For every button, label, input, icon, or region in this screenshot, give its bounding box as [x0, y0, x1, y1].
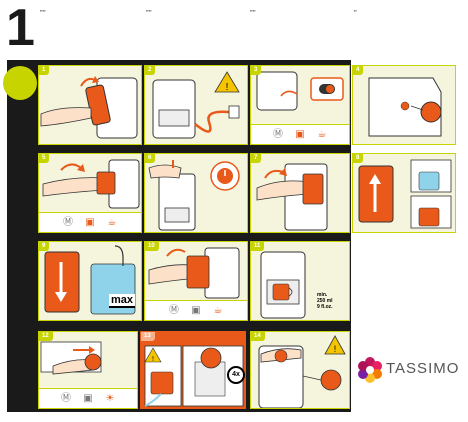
min-label-line: 250 ml [317, 298, 333, 304]
finish-illustration: ! [258, 335, 346, 408]
step-panel-9: 9 max [38, 241, 142, 321]
light-indicator-icon: ☀ [105, 392, 115, 404]
step-badge: 5 [39, 154, 50, 163]
water-indicator-icon: Ⓜ [273, 128, 283, 140]
indicator-row: Ⓜ ▣ ☕ [39, 212, 141, 232]
reinsert-tank-illustration [148, 247, 240, 299]
brand-logo: TASSIMO [356, 353, 466, 387]
step-badge: 1 [39, 66, 50, 75]
press-button-illustration [148, 160, 240, 231]
indicator-row: Ⓜ ▣ ☀ [39, 388, 137, 408]
language-mark: ▪▪▪▪ [146, 8, 152, 13]
disc-indicator-icon: ▣ [191, 304, 201, 316]
cup-indicator-icon: ☕ [317, 128, 327, 140]
water-indicator-icon: Ⓜ [63, 216, 73, 228]
step-badge: 3 [251, 66, 262, 75]
max-fill-label: max [109, 294, 136, 308]
step-badge: 8 [353, 154, 364, 163]
power-button-illustration [368, 77, 442, 137]
place-cup-illustration [260, 251, 306, 319]
step-badge: 11 [251, 242, 265, 251]
disc-indicator-icon: ▣ [83, 392, 93, 404]
disc-indicator-icon: ▣ [85, 216, 95, 228]
step-panel-3: 3 Ⓜ ▣ ☕ [250, 65, 350, 145]
disc-indicator-icon: ▣ [295, 128, 305, 140]
step-panel-14: ! 14 [250, 331, 350, 409]
cup-indicator-icon: ☕ [107, 216, 117, 228]
step-panel-8: 8 [352, 153, 456, 233]
repeat-counter: 4x [227, 366, 245, 384]
water-indicator-icon: Ⓜ [169, 304, 179, 316]
min-volume-label: min. 250 ml 9 fl.oz. [317, 292, 333, 310]
section-marker [3, 66, 37, 100]
svg-text:!: ! [152, 356, 154, 363]
step-badge: 9 [39, 242, 50, 251]
indicator-row: Ⓜ ▣ ☕ [251, 124, 349, 144]
step-badge: 4 [353, 66, 364, 75]
step-panel-10: 10 Ⓜ ▣ ☕ [144, 241, 248, 321]
step-panel-11: 11 min. 250 ml 9 fl.oz. [250, 241, 350, 321]
svg-text:!: ! [226, 82, 229, 93]
step-panel-4: 4 [352, 65, 456, 145]
min-label-line: 9 fl.oz. [317, 304, 333, 310]
cup-indicator-icon: ☕ [213, 304, 223, 316]
language-mark: ▪▪ [354, 8, 357, 13]
step-panel-1: 1 [38, 65, 142, 145]
step-badge: 2 [145, 66, 156, 75]
step-number: 1 [6, 0, 35, 57]
water-tank-removal-illustration [40, 76, 138, 139]
step-panel-6: 6 [144, 153, 248, 233]
power-switch-illustration [256, 71, 344, 111]
step-badge: 12 [39, 332, 53, 341]
step-badge: 13 [141, 332, 155, 341]
step-badge: 10 [145, 242, 159, 251]
svg-text:!: ! [334, 344, 337, 354]
fill-tank-illustration [358, 159, 452, 229]
brand-flower-icon [358, 357, 382, 383]
step-panel-12: 12 Ⓜ ▣ ☀ [38, 331, 138, 409]
insert-tank-illustration [42, 159, 140, 209]
remove-tank-illustration [256, 163, 328, 231]
min-label-line: min. [317, 292, 328, 298]
indicator-row: Ⓜ ▣ ☕ [145, 300, 247, 320]
start-button-illustration [40, 341, 102, 375]
step-panel-7: 7 [250, 153, 350, 233]
header: 1 ▪▪▪▪ ▪▪▪▪ ▪▪▪▪ ▪▪ [0, 0, 468, 56]
step-badge: 7 [251, 154, 262, 163]
language-mark: ▪▪▪▪ [40, 8, 46, 13]
brand-name: TASSIMO [386, 360, 460, 377]
step-panel-5: 5 Ⓜ ▣ ☕ [38, 153, 142, 233]
water-indicator-icon: Ⓜ [61, 392, 71, 404]
step-panel-13: ! 13 4x [140, 331, 246, 409]
plug-in-illustration: ! [152, 71, 240, 139]
step-panel-2: ! 2 [144, 65, 248, 145]
fill-to-max-illustration [44, 245, 136, 315]
step-badge: 14 [251, 332, 265, 341]
language-mark: ▪▪▪▪ [250, 8, 256, 13]
step-badge: 6 [145, 154, 156, 163]
